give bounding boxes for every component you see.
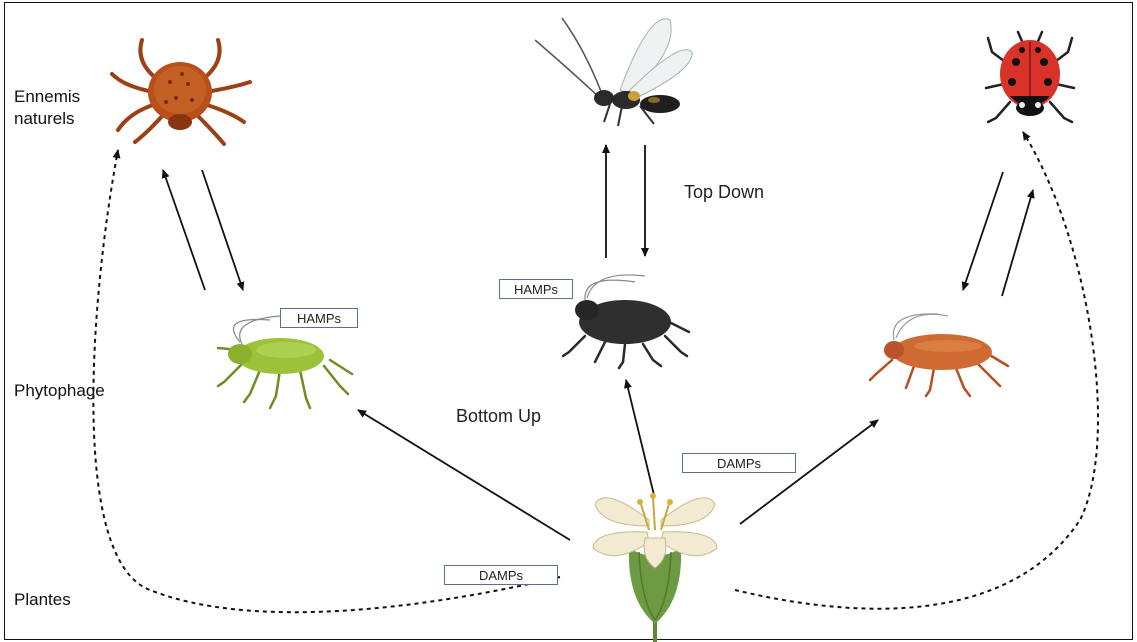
green-aphid-icon [218, 316, 352, 408]
arrow-ladybird-to-aphid [963, 172, 1003, 290]
level-label-natural-enemies: Ennemis naturels [14, 86, 80, 130]
black-aphid-icon [563, 275, 689, 368]
arrow-plant-to-green-aphid [358, 410, 570, 540]
arrow-mite-to-aphid [202, 170, 243, 290]
flow-label-top-down: Top Down [684, 182, 764, 203]
damps-tag-center: DAMPs [682, 453, 796, 473]
damps-tag-bottom: DAMPs [444, 565, 558, 585]
arrow-plant-to-black-aphid [626, 380, 654, 495]
mite-icon [112, 40, 250, 144]
orange-aphid-icon [870, 314, 1008, 396]
flow-label-bottom-up: Bottom Up [456, 406, 541, 427]
arrow-aphid-to-ladybird [1002, 190, 1033, 296]
level-label-herbivore: Phytophage [14, 380, 105, 402]
arrow-aphid-to-mite [163, 170, 205, 290]
hamps-tag-center: HAMPs [499, 279, 573, 299]
ladybird-icon [986, 32, 1074, 122]
dashed-plant-to-mite [93, 150, 560, 612]
parasitoid-wasp-icon [535, 18, 692, 126]
dashed-plant-to-ladybird [735, 132, 1098, 609]
flower-icon [593, 493, 717, 642]
hamps-tag-left: HAMPs [280, 308, 358, 328]
dashed-links [93, 132, 1098, 612]
level-label-plants: Plantes [14, 589, 71, 611]
